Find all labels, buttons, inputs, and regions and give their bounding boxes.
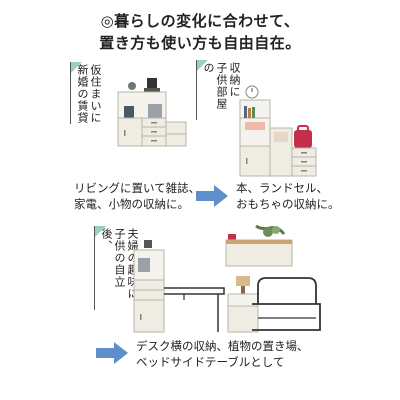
- panel-3-tag-line-2: 子供の自立後、: [100, 228, 126, 288]
- headline-line-1: ◎暮らしの変化に合わせて、: [100, 12, 300, 30]
- panel-1-caption: リビングに置いて雑誌、 家電、小物の収納に。: [74, 180, 200, 212]
- panel-2-tag: 収納に 子供部屋の: [196, 60, 241, 120]
- panel-1-caption-line-1: リビングに置いて雑誌、: [74, 181, 201, 195]
- panel-1-tag: 仮住まいに 新婚の賃貸: [70, 62, 102, 124]
- panel-2-caption-line-2: おもちゃの収納に。: [236, 197, 340, 211]
- panel-1-tag-line-1: 仮住まいに: [89, 64, 102, 124]
- panel-2-caption: 本、ランドセル、 おもちゃの収納に。: [236, 180, 340, 212]
- panel-3-tag: 夫婦の趣味に 子供の自立後、: [94, 226, 139, 310]
- tag-corner-icon: [94, 226, 106, 238]
- panel-2-tag-line-2: 子供部屋の: [202, 62, 228, 110]
- panel-2-caption-line-1: 本、ランドセル、: [236, 181, 328, 195]
- panel-3-caption-line-2: ベッドサイドテーブルとして: [136, 355, 285, 369]
- tag-corner-icon: [70, 62, 82, 74]
- panel-3-caption-line-1: デスク横の収納、植物の置き場、: [136, 339, 309, 353]
- panel-2-furniture-illustration: [239, 85, 317, 177]
- headline-line-2: 置き方も使い方も自由自在。: [99, 34, 301, 52]
- arrow-right-icon: [196, 185, 228, 207]
- panel-3-caption: デスク横の収納、植物の置き場、 ベッドサイドテーブルとして: [136, 338, 309, 370]
- panel-2-tag-line-1: 収納に: [228, 62, 241, 98]
- panel-3-desk-illustration: [133, 240, 225, 333]
- panel-1-caption-line-2: 家電、小物の収納に。: [74, 197, 189, 211]
- panel-1-tag-line-2: 新婚の賃貸: [76, 64, 89, 124]
- arrow-right-icon: [96, 342, 128, 364]
- panel-3-living-illustration: [225, 224, 321, 333]
- tag-corner-icon: [196, 60, 208, 72]
- panel-1-furniture-illustration: [117, 78, 187, 147]
